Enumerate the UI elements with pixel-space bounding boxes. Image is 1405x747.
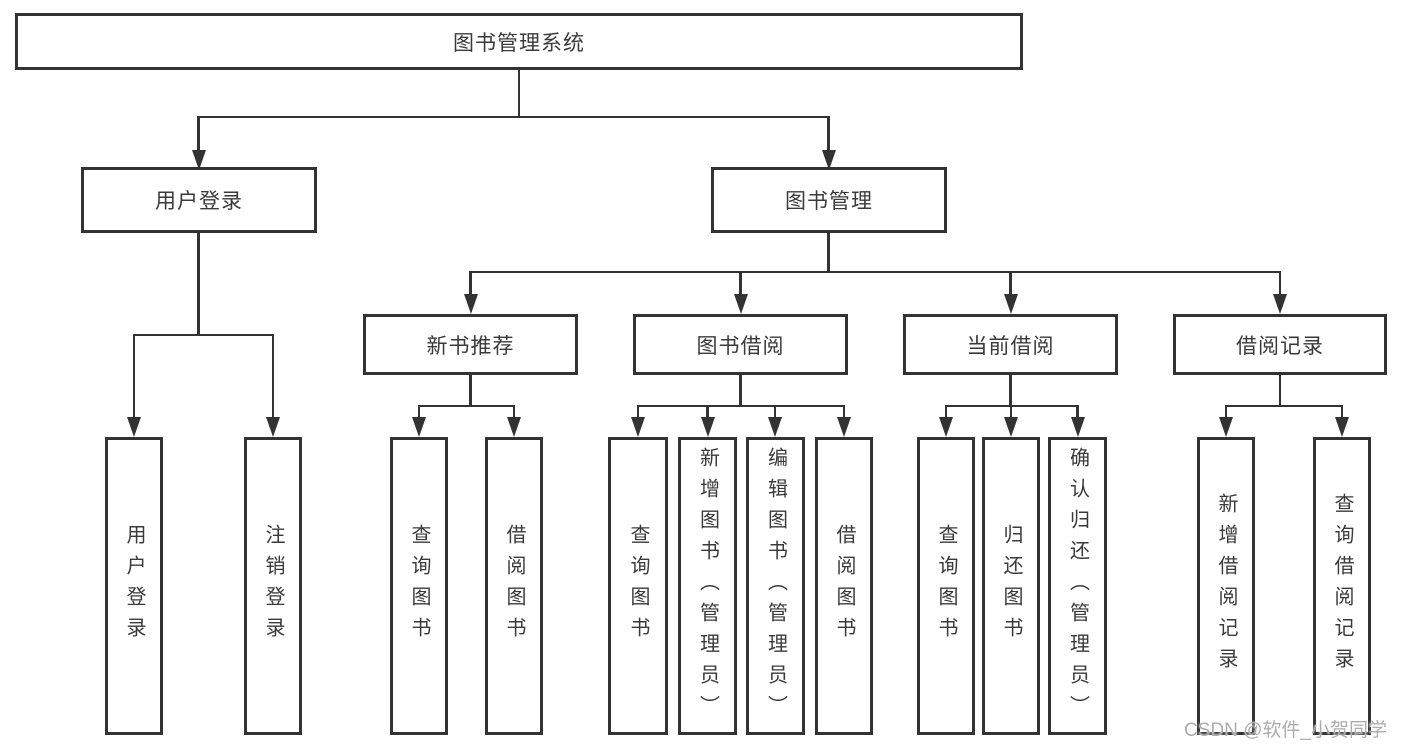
connector-line (739, 372, 742, 406)
arrowhead (700, 417, 715, 437)
node-label: 编辑图书（管理员） (764, 446, 787, 726)
arrowhead (768, 417, 782, 437)
node-leaf-user-login: 用户登录 (105, 437, 163, 735)
node-cu-query-books: 查询图书 (917, 437, 975, 735)
node-label: 查询图书 (408, 524, 430, 648)
connector-line (271, 333, 275, 419)
connector-line (512, 404, 516, 419)
node-label: 图书管理系统 (453, 31, 585, 55)
connector-line (1340, 404, 1344, 419)
node-label: 用户登录 (155, 190, 243, 213)
connector-line (197, 115, 830, 118)
connector-line (706, 404, 709, 419)
node-new-book-recommend: 新书推荐 (363, 314, 578, 375)
arrowhead (1003, 294, 1018, 314)
connector-line (739, 270, 742, 296)
node-label: 新增借阅记录 (1215, 493, 1237, 679)
connector-line (1224, 404, 1344, 407)
node-user-login: 用户登录 (81, 167, 317, 233)
arrowhead (266, 417, 280, 437)
node-bw-borrow-books: 借阅图书 (815, 437, 873, 735)
node-rc-add-record: 新增借阅记录 (1197, 437, 1255, 735)
node-current-borrowing: 当前借阅 (903, 314, 1118, 375)
connector-line (132, 333, 275, 336)
node-label: 图书借阅 (696, 334, 785, 358)
node-cu-confirm-return-admin: 确认归还（管理员） (1048, 437, 1107, 735)
arrowhead (191, 150, 206, 170)
node-label: 查询借阅记录 (1331, 493, 1353, 679)
connector-line (773, 404, 777, 419)
node-cu-return-books: 归还图书 (982, 437, 1040, 735)
node-label: 用户登录 (123, 524, 145, 648)
arrowhead (507, 417, 521, 437)
connector-line (827, 232, 830, 273)
connector-line (1009, 372, 1012, 406)
connector-line (842, 404, 846, 419)
connector-line (1009, 404, 1013, 419)
node-book-borrowing: 图书借阅 (633, 314, 848, 375)
arrowhead (463, 294, 478, 314)
arrowhead (1004, 417, 1018, 437)
connector-line (469, 372, 472, 406)
arrowhead (1070, 417, 1085, 437)
connector-line (417, 404, 421, 419)
node-label: 归还图书 (1000, 524, 1022, 648)
node-label: 注销登录 (262, 524, 284, 648)
node-rc-query-record: 查询借阅记录 (1313, 437, 1371, 735)
node-label: 新增图书（管理员） (696, 446, 719, 726)
connector-line (636, 404, 846, 407)
connector-line (517, 67, 521, 118)
connector-line (417, 404, 516, 407)
node-nb-borrow-books: 借阅图书 (485, 437, 543, 735)
node-bw-query-books: 查询图书 (608, 437, 668, 735)
connector-line (1076, 404, 1079, 419)
node-borrowing-records: 借阅记录 (1173, 314, 1387, 375)
connector-line (1278, 372, 1282, 406)
arrowhead (1335, 417, 1349, 437)
node-label: 借阅图书 (503, 524, 525, 648)
arrowhead (837, 417, 851, 437)
connector-line (944, 404, 948, 419)
connector-line (1278, 270, 1282, 296)
connector-line (827, 115, 830, 153)
connector-line (469, 270, 1282, 273)
arrowhead (631, 417, 645, 437)
node-library-management-system: 图书管理系统 (15, 13, 1023, 70)
connector-line (469, 270, 472, 296)
arrowhead (733, 294, 748, 314)
node-leaf-logout: 注销登录 (244, 437, 302, 735)
node-bw-add-books-admin: 新增图书（管理员） (678, 437, 737, 735)
connector-line (1224, 404, 1228, 419)
node-nb-query-books: 查询图书 (390, 437, 448, 735)
node-label: 借阅图书 (833, 524, 855, 648)
arrowhead (1219, 417, 1233, 437)
connector-line (197, 115, 200, 153)
node-label: 确认归还（管理员） (1066, 446, 1089, 726)
node-label: 借阅记录 (1236, 334, 1324, 358)
arrowhead (412, 417, 426, 437)
node-label: 查询图书 (627, 524, 649, 648)
connector-line (132, 333, 136, 419)
node-label: 新书推荐 (426, 334, 515, 358)
arrowhead (1273, 294, 1287, 314)
arrowhead (127, 417, 141, 437)
connector-line (1009, 270, 1012, 296)
node-label: 查询图书 (935, 524, 957, 648)
connector-line (197, 232, 200, 336)
node-bw-edit-books-admin: 编辑图书（管理员） (746, 437, 805, 735)
arrowhead (821, 150, 836, 170)
node-label: 图书管理 (785, 190, 873, 213)
node-label: 当前借阅 (966, 334, 1055, 358)
connector-line (636, 404, 640, 419)
arrowhead (939, 417, 953, 437)
node-book-management: 图书管理 (711, 167, 947, 233)
watermark: CSDN @软件_小贺同学 (1184, 720, 1387, 741)
